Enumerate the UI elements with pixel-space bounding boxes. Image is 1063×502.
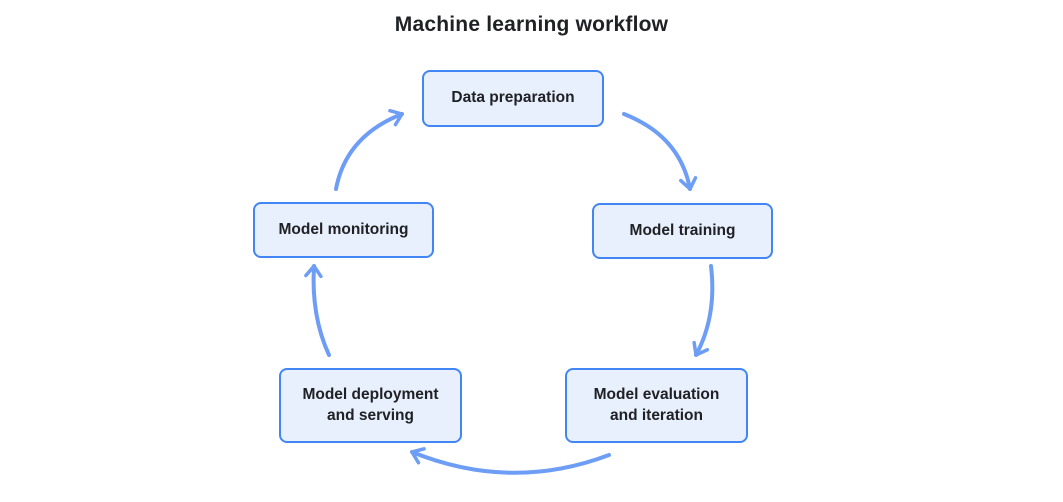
node-label-model-deployment-and-serving: Model deployment and serving: [302, 386, 439, 424]
node-label-model-evaluation-and-iteration: Model evaluation and iteration: [593, 386, 720, 424]
node-label-model-monitoring: Model monitoring: [278, 220, 409, 238]
node-label-data-preparation: Data preparation: [451, 89, 575, 107]
arrow-model-deployment-to-model-monitoring: [304, 264, 331, 357]
arrow-model-evaluation-to-model-deployment: [410, 447, 611, 475]
node-data-preparation: Data preparation: [422, 70, 604, 127]
arrow-model-monitoring-to-data-preparation: [334, 108, 404, 191]
node-model-evaluation-and-iteration: Model evaluation and iteration: [565, 368, 748, 443]
node-model-deployment-and-serving: Model deployment and serving: [279, 368, 462, 443]
node-label-model-training: Model training: [629, 221, 736, 239]
node-model-training: Model training: [592, 203, 773, 259]
arrow-data-preparation-to-model-training: [622, 112, 698, 191]
arrow-model-training-to-model-evaluation: [692, 264, 715, 357]
node-model-monitoring: Model monitoring: [253, 202, 434, 258]
diagram-title: Machine learning workflow: [394, 13, 669, 36]
